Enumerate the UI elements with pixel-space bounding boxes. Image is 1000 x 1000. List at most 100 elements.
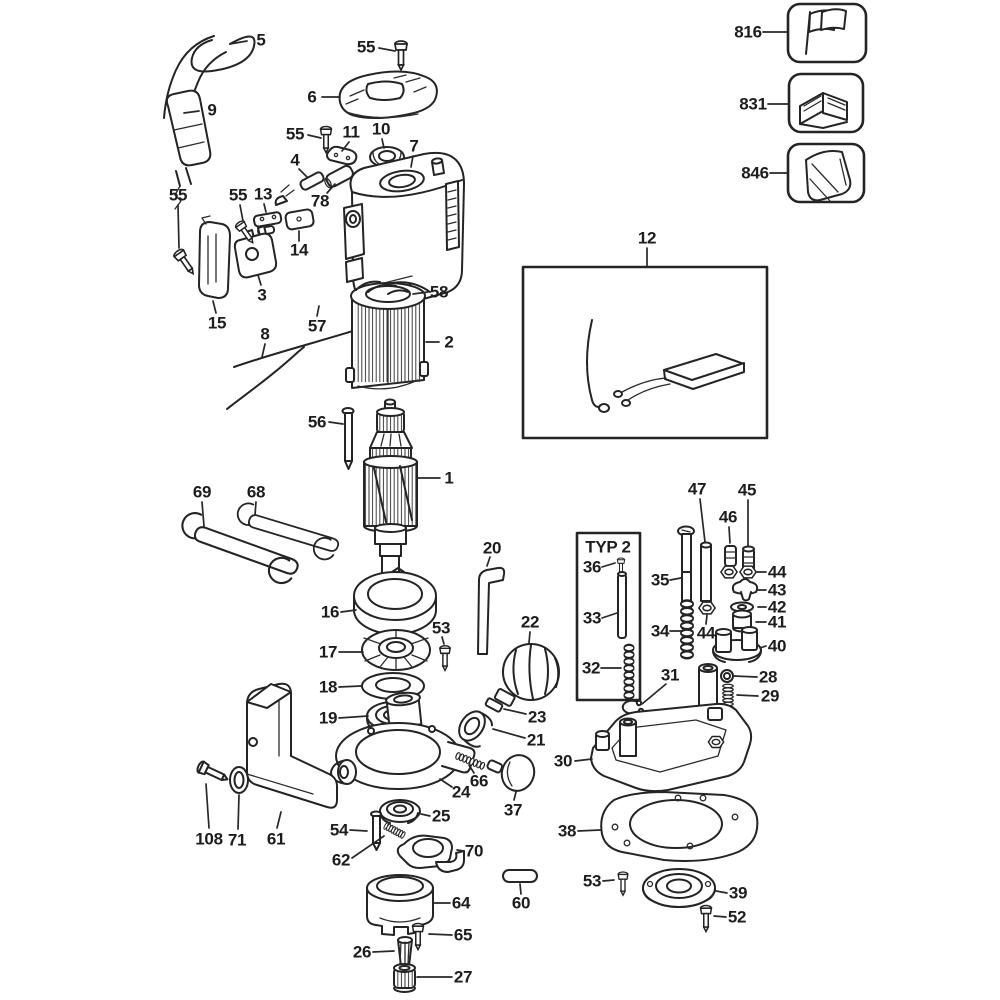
leader-line-37-57 — [513, 791, 517, 801]
wing-knob-43-drawing — [731, 578, 759, 602]
part-label-78-9: 78 — [310, 191, 330, 211]
instruction-manual-icon — [799, 92, 848, 129]
part-label-30-54: 30 — [553, 751, 573, 771]
leader-line-52-68 — [713, 915, 727, 918]
leader-line-36-37 — [601, 562, 616, 568]
block-14-drawing — [284, 208, 315, 231]
lead-wire-8-drawing — [226, 346, 305, 410]
part-label-11-5: 11 — [342, 122, 360, 142]
part-label-5-0: 5 — [256, 30, 266, 50]
bolt-35-drawing — [677, 525, 695, 603]
nut-44-b-drawing — [739, 565, 757, 579]
part-label-55-10: 55 — [168, 185, 188, 205]
leader-line-70-61 — [456, 849, 465, 852]
guide-plate-39-drawing — [642, 868, 716, 908]
leader-line-3-14 — [257, 274, 262, 286]
collet-nut-27-drawing — [393, 963, 416, 993]
leader-line-25-58 — [420, 813, 431, 817]
brush-assembly-drawing — [613, 353, 745, 407]
nut-44-mid-drawing — [698, 601, 716, 615]
part-label-60-70: 60 — [511, 893, 531, 913]
leader-line-47-43 — [699, 498, 706, 543]
leader-line-55-10 — [177, 204, 180, 249]
leader-line-11-5 — [341, 141, 350, 152]
part-label-3-14: 3 — [257, 285, 267, 305]
part-label-26-72: 26 — [352, 942, 372, 962]
leader-line-19-31 — [338, 715, 369, 719]
leader-line-4-8 — [298, 168, 308, 178]
part-label-10-6: 10 — [371, 119, 391, 139]
part-label-4-8: 4 — [290, 150, 300, 170]
part-label-27-73: 27 — [453, 967, 473, 987]
part-label-55-4: 55 — [285, 124, 305, 144]
cable-tie-drawing — [586, 319, 602, 409]
stud-23-drawing — [484, 697, 504, 713]
cord-set-drawing — [165, 89, 212, 210]
o-ring-28-drawing — [720, 669, 734, 683]
leader-line-33-38 — [601, 612, 618, 619]
service-kit-box — [521, 265, 769, 440]
part-label-54-59: 54 — [329, 820, 349, 840]
base-housing-24-drawing — [330, 691, 476, 790]
leader-line-60-70 — [519, 883, 522, 895]
o-ring-71-drawing — [229, 766, 249, 794]
terminal-13-drawing — [252, 211, 283, 236]
leader-line-44-42 — [705, 614, 708, 625]
spring-34-drawing — [679, 599, 695, 660]
part-label-20-33: 20 — [482, 538, 502, 558]
leader-line-39-67 — [715, 890, 728, 894]
leader-line-35-40 — [669, 577, 682, 581]
part-label-43-47: 43 — [767, 580, 787, 600]
part-label-45-45: 45 — [737, 480, 757, 500]
wrench-69-drawing — [173, 509, 306, 588]
switch-3-drawing — [233, 225, 278, 279]
accessory-box-816 — [786, 2, 868, 64]
part-label-69-26: 69 — [192, 482, 212, 502]
motor-housing-drawing — [343, 151, 465, 311]
part-label-16-28: 16 — [320, 602, 340, 622]
clamp-70-drawing — [396, 834, 465, 873]
sleeve-78-drawing — [324, 164, 354, 189]
part-label-6-3: 6 — [307, 87, 317, 107]
field-coil-drawing — [345, 280, 429, 390]
clamp-knob-37-drawing — [486, 754, 536, 792]
leader-line-7-7 — [410, 155, 414, 168]
part-label-35-40: 35 — [650, 570, 670, 590]
part-label-21-36: 21 — [526, 730, 546, 750]
leader-line-15-15 — [212, 300, 217, 314]
part-label-32-39: 32 — [581, 658, 601, 678]
leader-line-20-33 — [486, 556, 491, 567]
part-label-1-25: 1 — [444, 468, 454, 488]
part-label-24-55: 24 — [451, 782, 471, 802]
part-label-9-1: 9 — [207, 100, 217, 120]
part-label-39-67: 39 — [728, 883, 748, 903]
leader-line-53-32 — [441, 636, 445, 645]
leader-line-18-30 — [338, 685, 362, 688]
part-label-33-38: 33 — [582, 608, 602, 628]
leader-line-46-44 — [728, 526, 731, 544]
part-label-62-60: 62 — [331, 850, 351, 870]
part-label-64-69: 64 — [451, 893, 471, 913]
flag-icon — [805, 8, 847, 55]
part-label-816-21: 816 — [734, 22, 762, 42]
part-label-47-43: 47 — [687, 479, 707, 499]
leader-line-55-4 — [307, 134, 322, 139]
leader-line-40-50 — [759, 645, 767, 649]
leader-line-24-55 — [439, 778, 453, 788]
screw-54-drawing — [370, 810, 382, 851]
leader-line-9-1 — [183, 110, 200, 114]
leader-line-65-71 — [428, 933, 453, 936]
part-label-70-61: 70 — [464, 841, 484, 861]
turret-stop-40-drawing — [712, 626, 762, 663]
part-label-61-64: 61 — [266, 829, 286, 849]
part-label-58-18: 58 — [429, 282, 449, 302]
leader-line-58-18 — [412, 291, 429, 295]
part-label-38-65: 38 — [557, 821, 577, 841]
part-label-19-31: 19 — [318, 708, 338, 728]
sleeve-21-drawing — [458, 710, 493, 748]
screw-55-mid-drawing — [319, 125, 333, 154]
screw-53-lower-drawing — [617, 871, 629, 896]
leader-line-5-0 — [229, 40, 248, 45]
